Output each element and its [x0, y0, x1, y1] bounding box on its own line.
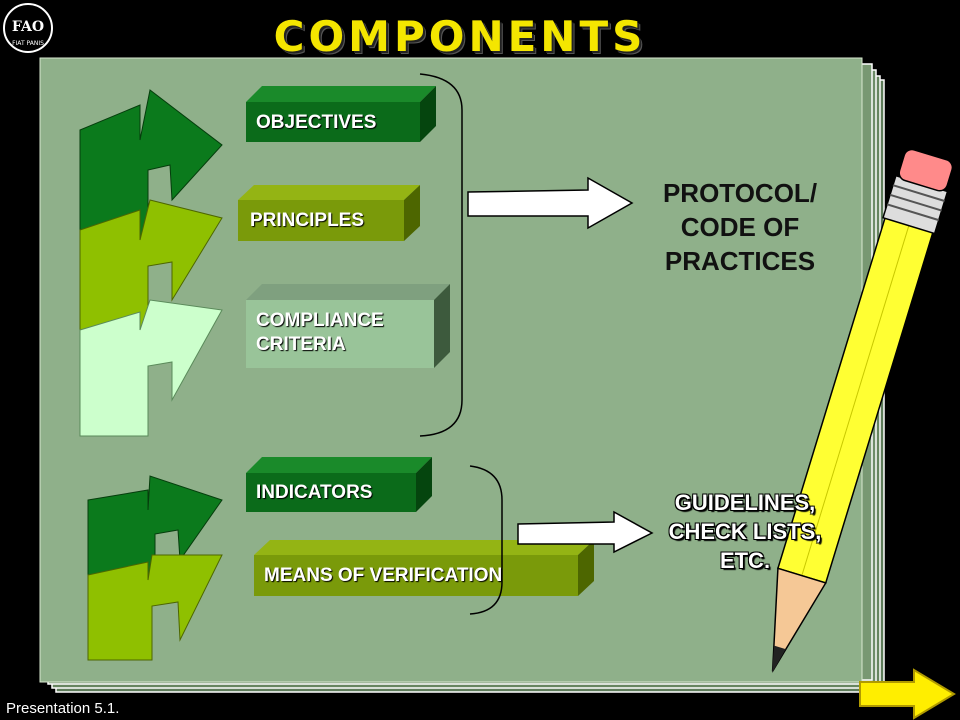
objectives-box — [246, 86, 436, 142]
guidelines-text: GUIDELINES, CHECK LISTS, ETC. — [620, 488, 870, 575]
presentation-footer: Presentation 5.1. — [6, 700, 120, 717]
next-arrow-button[interactable] — [856, 668, 960, 720]
protocol-line3: PRACTICES — [664, 246, 816, 276]
fao-logo: FAO FIAT PANIS — [3, 3, 53, 53]
guidelines-line1: GUIDELINES, — [674, 490, 816, 515]
protocol-line1: PROTOCOL/ — [662, 178, 818, 208]
lower-bracket — [469, 465, 503, 615]
objectives-label: OBJECTIVES — [256, 112, 377, 133]
arrow-pale-green — [79, 299, 223, 437]
principles-label: PRINCIPLES — [250, 210, 365, 231]
arrow-to-guidelines — [517, 510, 654, 554]
page-title: COMPONENTS — [273, 12, 647, 61]
arrow-to-protocol — [467, 176, 634, 230]
means-box — [254, 540, 594, 596]
compliance-line2: CRITERIA — [256, 334, 346, 355]
means-label: MEANS OF VERIFICATION — [264, 565, 503, 586]
upper-bracket — [419, 73, 463, 437]
logo-text: FAO — [12, 19, 44, 35]
logo-motto: FIAT PANIS — [12, 40, 44, 47]
arrow-lime-lower — [87, 554, 223, 661]
compliance-box — [246, 284, 450, 368]
compliance-label: COMPLIANCE CRITERIA — [256, 309, 384, 357]
guidelines-line3: ETC. — [719, 548, 771, 573]
protocol-line2: CODE OF — [680, 212, 800, 242]
indicators-label: INDICATORS — [256, 482, 373, 503]
indicators-box — [246, 457, 432, 512]
guidelines-line2: CHECK LISTS, — [668, 519, 822, 544]
compliance-line1: COMPLIANCE — [256, 310, 384, 331]
principles-box — [238, 185, 420, 241]
protocol-text: PROTOCOL/ CODE OF PRACTICES — [630, 176, 850, 278]
